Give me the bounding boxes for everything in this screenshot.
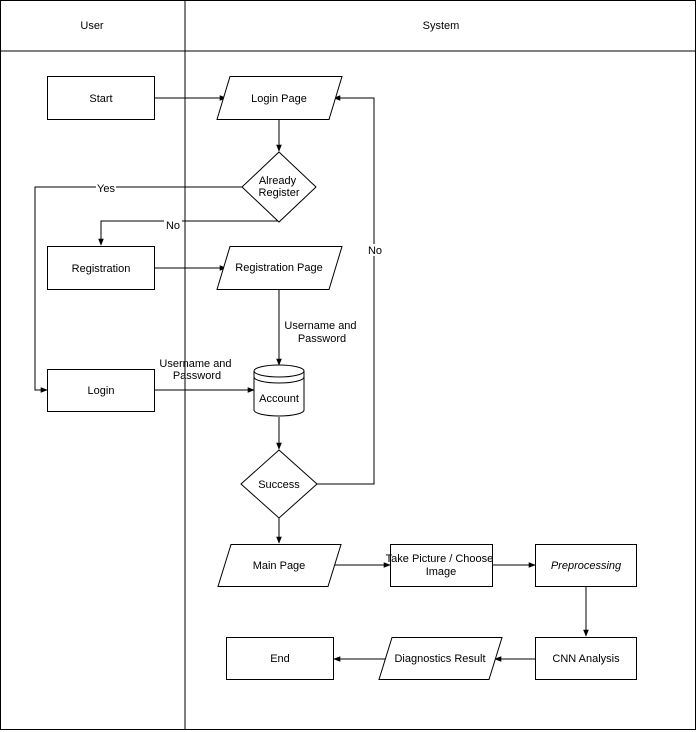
- node-account: Account: [253, 364, 305, 417]
- login-box: [47, 369, 155, 412]
- edge-success-no-to-login-page: [317, 95, 375, 485]
- node-diagnostics-result: Diagnostics Result: [378, 637, 503, 680]
- take-picture-label: Take Picture / Choose Image: [386, 553, 497, 578]
- lane-system-title: System: [423, 20, 460, 32]
- registration-page-shape: [216, 246, 343, 290]
- cnn-analysis-label: CNN Analysis: [552, 653, 620, 665]
- edge-already-register-no-to-registration: [98, 220, 279, 246]
- cnn-analysis-box: [535, 637, 637, 680]
- diagnostics-result-label: Diagnostics Result: [394, 653, 485, 665]
- success-label: Success: [258, 479, 300, 491]
- node-start: Start: [47, 76, 155, 120]
- preprocessing-label: Preprocessing: [551, 560, 622, 572]
- no-label-bg: [164, 219, 182, 231]
- login-page-label: Login Page: [251, 93, 307, 105]
- registration-page-label: Registration Page: [235, 262, 322, 274]
- preprocessing-box: [535, 544, 637, 587]
- end-label: End: [270, 653, 290, 665]
- registration-label: Registration: [72, 263, 131, 275]
- credentials-system-line2: Password: [298, 333, 346, 345]
- success-diamond: [240, 449, 318, 519]
- edge-already-register-yes-to-login: [34, 186, 243, 393]
- account-cylinder-rim: [253, 370, 305, 378]
- node-registration-page: Registration Page: [216, 246, 343, 290]
- node-login-page: Login Page: [216, 76, 343, 120]
- node-login: Login: [47, 369, 155, 412]
- edge-label-credentials-user: Username and Password: [159, 358, 234, 382]
- node-end: End: [226, 637, 334, 680]
- account-cylinder: [253, 364, 305, 417]
- take-picture-box: [390, 544, 493, 587]
- account-label: Account: [259, 393, 299, 405]
- node-take-picture: Take Picture / Choose Image: [386, 544, 497, 587]
- yes-label-bg: [96, 182, 116, 194]
- registration-box: [47, 246, 155, 290]
- edge-label-yes: Yes: [97, 183, 115, 195]
- account-cylinder-rim-inner: [253, 376, 305, 384]
- node-preprocessing: Preprocessing: [535, 544, 637, 587]
- node-success: Success: [240, 449, 318, 519]
- edge-label-no-success: No: [368, 245, 382, 257]
- credentials-user-line1: Username and: [159, 358, 231, 370]
- lane-user-title: User: [80, 20, 104, 32]
- main-page-shape: [217, 544, 342, 587]
- already-register-line1: Already: [259, 175, 297, 187]
- already-register-diamond: [241, 151, 317, 223]
- credentials-system-line1: Username and: [284, 320, 356, 332]
- end-box: [226, 637, 334, 680]
- start-label: Start: [89, 93, 112, 105]
- login-label: Login: [88, 385, 115, 397]
- already-register-label: Already Register: [259, 175, 300, 199]
- edge-label-no-register: No: [166, 220, 180, 232]
- node-already-register: Already Register: [241, 151, 317, 223]
- no-success-label-bg: [366, 244, 383, 256]
- take-picture-line2: Image: [426, 566, 457, 578]
- login-page-shape: [216, 76, 343, 120]
- node-main-page: Main Page: [217, 544, 342, 587]
- node-registration: Registration: [47, 246, 155, 290]
- start-box: [47, 76, 155, 120]
- main-page-label: Main Page: [253, 560, 306, 572]
- diagnostics-result-shape: [378, 637, 503, 680]
- already-register-line2: Register: [259, 187, 300, 199]
- edge-label-credentials-system: Username and Password: [284, 320, 359, 345]
- take-picture-line1: Take Picture / Choose: [386, 553, 494, 565]
- node-cnn-analysis: CNN Analysis: [535, 637, 637, 680]
- credentials-user-line2: Password: [173, 370, 221, 382]
